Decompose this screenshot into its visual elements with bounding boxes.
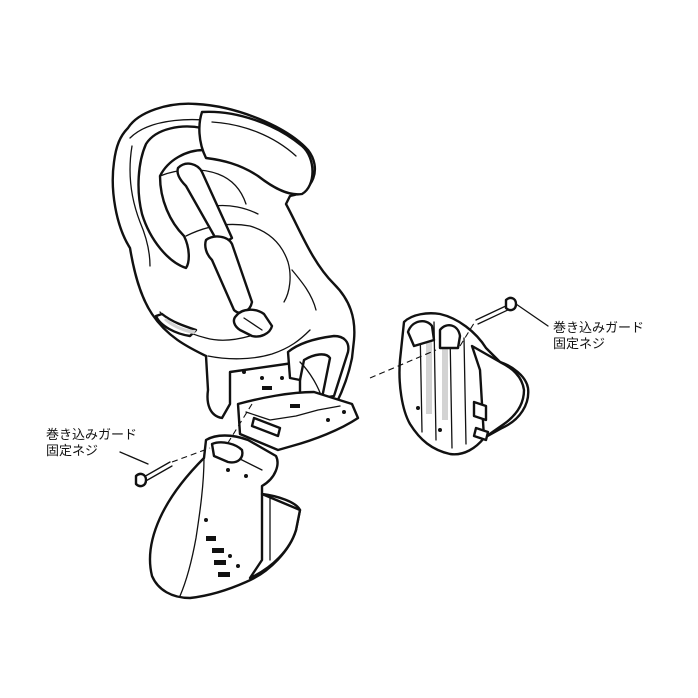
- right-label-line1: 巻き込みガード: [553, 321, 645, 336]
- left-label-line1: 巻き込みガード: [46, 428, 138, 443]
- left-screw-label: 巻き込みガード 固定ネジ: [46, 428, 137, 460]
- right-label-line2: 固定ネジ: [553, 337, 606, 352]
- leader-lines: [119, 303, 549, 465]
- right-screw-label: 巻き込みガード 固定ネジ: [553, 321, 644, 353]
- child-seat: [111, 102, 360, 452]
- right-fixing-screw: [475, 296, 518, 325]
- left-fixing-screw: [134, 461, 173, 488]
- right-winding-guard: [398, 312, 530, 456]
- left-winding-guard: [148, 434, 302, 600]
- left-label-line2: 固定ネジ: [46, 444, 99, 459]
- alignment-lines: [171, 319, 477, 463]
